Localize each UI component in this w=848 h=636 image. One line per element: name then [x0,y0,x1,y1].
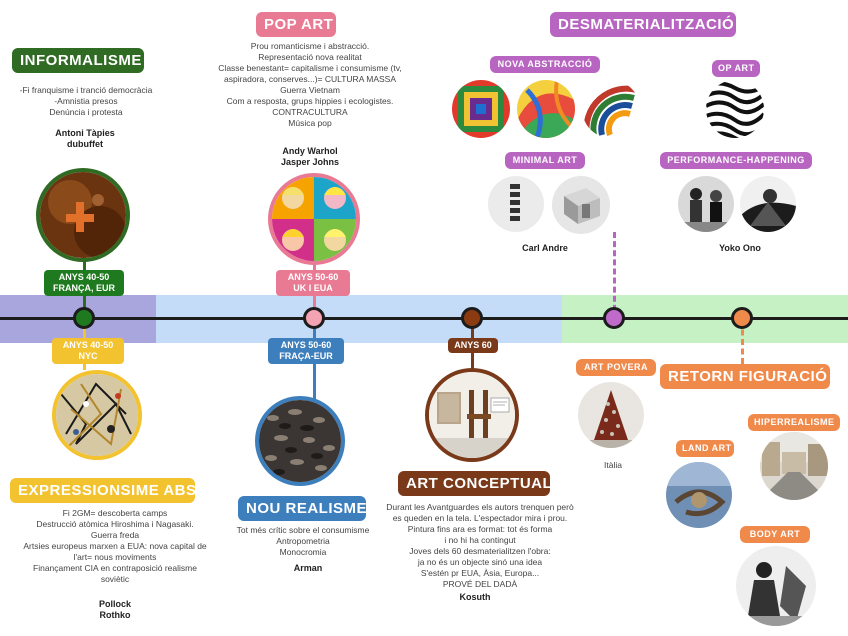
performance-label: PERFORMANCE-HAPPENING [660,152,812,169]
pop-art-text: Prou romanticisme i abstracció. Represen… [218,41,402,128]
informalisme-text: -Fi franquisme i tranció democràcia -Amn… [19,85,153,117]
nou-realisme-artists: Arman [293,563,323,573]
nova-abstraccio-label: NOVA ABSTRACCIÓ [490,56,600,73]
art-povera-image [578,382,644,448]
pop-art-artists: Andy Warhol Jasper Johns [280,146,340,167]
performance-artist: Yoko Ono [719,243,761,253]
art-conceptual-period: ANYS 60 [448,338,498,353]
minimal-art-image-1 [488,176,544,232]
pollock-artwork-image [52,370,142,460]
art-povera-place: Itàlia [604,460,622,470]
node-retorn-figuracio[interactable] [731,307,753,329]
expressionisme-title: EXPRESSIONSIME ABS. [10,478,201,503]
art-povera-label: ART POVERA [576,359,656,376]
tapies-artwork-image [36,168,130,262]
body-art-label: BODY ART [740,526,810,543]
minimal-art-image-2 [552,176,610,234]
arman-artwork-image [255,396,345,486]
land-art-label: LAND ART [676,440,734,457]
kosuth-chair-image [425,368,519,462]
minimal-artist: Carl Andre [522,243,568,253]
art-conceptual-artists: Kosuth [459,592,491,602]
nou-realisme-text: Tot més crític sobre el consumisme Antro… [236,525,370,557]
performance-image-1 [678,176,734,232]
node-informalisme[interactable] [73,307,95,329]
informalisme-artists: Antoni Tàpies dubuffet [55,128,115,149]
land-art-image [666,462,732,528]
art-conceptual-title: ART CONCEPTUAL [398,471,552,496]
expressionisme-period: ANYS 40-50 NYC [52,338,124,364]
retorn-figuracio-title: RETORN FIGURACIÓ [660,364,830,389]
pop-art-title: POP ART [256,12,336,37]
art-conceptual-text: Durant les Avantguardes els autors trenq… [386,502,574,589]
nova-abstraccio-image-1 [452,80,510,138]
connector-desmaterialitzacio [613,232,616,320]
expressionisme-artists: Pollock Rothko [98,599,131,620]
node-art-conceptual[interactable] [461,307,483,329]
nova-abstraccio-image-3 [582,80,640,138]
op-art-image [706,80,764,138]
timeline-axis [0,317,848,320]
desmaterialitzacio-title: DESMATERIALITZACIÓ [550,12,736,37]
nou-realisme-title: NOU REALISME [238,496,367,521]
expressionisme-text: Fi 2GM= descoberta camps Destrucció atòm… [23,508,207,584]
body-art-image [736,546,816,626]
op-art-label: OP ART [712,60,760,77]
informalisme-title: INFORMALISME [12,48,144,73]
node-desmaterialitzacio[interactable] [603,307,625,329]
nova-abstraccio-image-2 [517,80,575,138]
informalisme-period: ANYS 40-50 FRANÇA, EUR [44,270,124,296]
minimal-art-label: MINIMAL ART [505,152,585,169]
hiperrealisme-image [760,432,828,500]
warhol-marilyn-image [268,173,360,265]
connector-retorn [741,320,744,364]
performance-image-2 [740,176,796,232]
nou-realisme-period: ANYS 50-60 FRAÇA-EUR [268,338,344,364]
pop-art-period: ANYS 50-60 UK I EUA [276,270,350,296]
hiperrealisme-label: HIPERREALISME [748,414,840,431]
node-pop-art[interactable] [303,307,325,329]
